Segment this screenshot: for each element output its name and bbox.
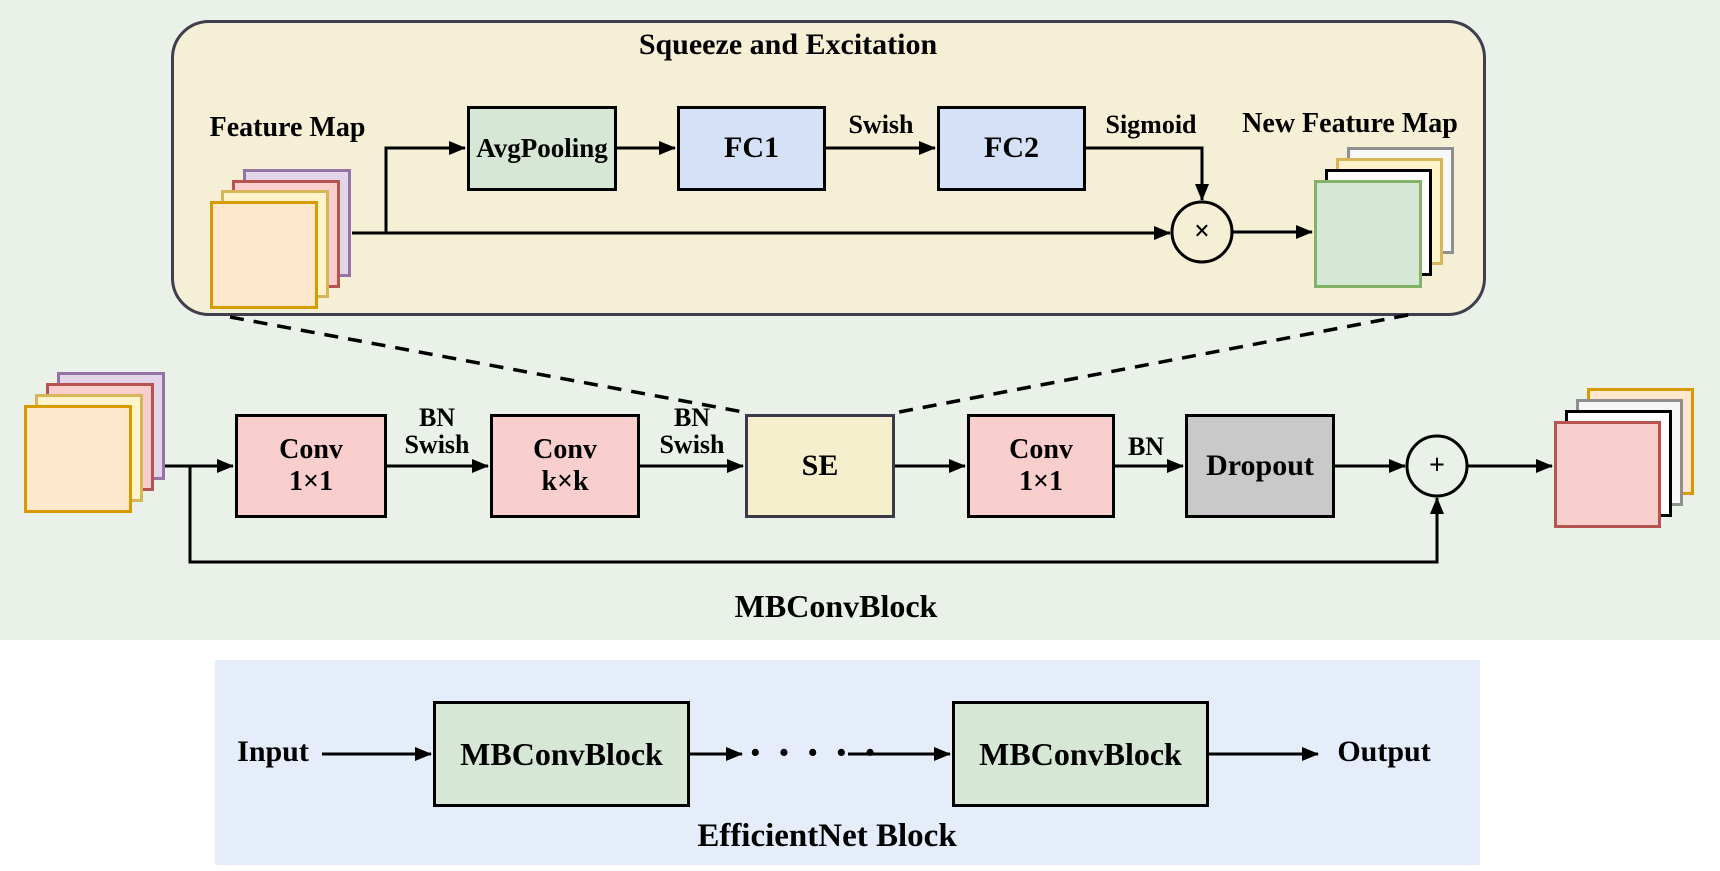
swish-activation-label: Swish [848, 110, 914, 139]
bn-label-3: BN [1127, 432, 1165, 461]
mbconvblock-node-1: MBConvBlock [433, 701, 690, 807]
output-label: Output [1337, 735, 1431, 768]
multiply-symbol: × [1194, 216, 1210, 247]
dropout-box: Dropout [1185, 414, 1335, 518]
convkxk-line2: k×k [541, 466, 589, 497]
fc2-label: FC2 [984, 131, 1039, 165]
se-box: SE [745, 414, 895, 518]
dropout-label: Dropout [1206, 448, 1314, 482]
conv1x1-expand-line2: 1×1 [289, 466, 333, 497]
avgpooling-box: AvgPooling [467, 106, 617, 191]
fc1-label: FC1 [724, 131, 779, 165]
ellipsis-dots: ····· [748, 728, 892, 777]
input-feature-layer-orange [24, 405, 132, 513]
conv1x1-expand-line1: Conv [279, 433, 343, 465]
feature-map-layer-orange [210, 201, 318, 309]
fc2-box: FC2 [937, 106, 1086, 191]
mbconvblock-node-2-label: MBConvBlock [979, 735, 1182, 772]
convkxk-line1: Conv [533, 433, 597, 465]
avgpooling-label: AvgPooling [476, 132, 608, 163]
input-label: Input [237, 735, 309, 768]
swish-label-1: Swish [404, 430, 470, 459]
output-feature-layer-pink [1554, 421, 1661, 528]
squeeze-excitation-panel [171, 20, 1486, 316]
fc1-box: FC1 [677, 106, 826, 191]
efficientnet-panel [215, 660, 1480, 865]
bn-label-1: BN [418, 403, 456, 432]
new-feature-map-layer-green [1314, 180, 1422, 288]
mbconvblock-title: MBConvBlock [734, 588, 938, 624]
bn-swish-label-2: BN Swish [647, 404, 737, 458]
convkxk-depthwise-box: Conv k×k [490, 414, 640, 518]
swish-label-2: Swish [659, 430, 725, 459]
mbconvblock-node-2: MBConvBlock [952, 701, 1209, 807]
conv1x1-project-box: Conv 1×1 [967, 414, 1115, 518]
conv1x1-project-line2: 1×1 [1019, 466, 1063, 497]
new-feature-map-label: New Feature Map [1242, 108, 1458, 139]
add-symbol: + [1429, 450, 1445, 481]
mbconvblock-node-1-label: MBConvBlock [460, 735, 663, 772]
se-panel-title: Squeeze and Excitation [638, 28, 938, 61]
se-box-label: SE [801, 448, 839, 482]
sigmoid-activation-label: Sigmoid [1105, 110, 1197, 139]
efficientnet-block-title: EfficientNet Block [697, 818, 957, 854]
bn-label-2: BN [673, 403, 711, 432]
conv1x1-expand-box: Conv 1×1 [235, 414, 387, 518]
feature-map-label: Feature Map [209, 112, 366, 143]
bn-swish-label-1: BN Swish [392, 404, 482, 458]
conv1x1-project-line1: Conv [1009, 433, 1073, 465]
